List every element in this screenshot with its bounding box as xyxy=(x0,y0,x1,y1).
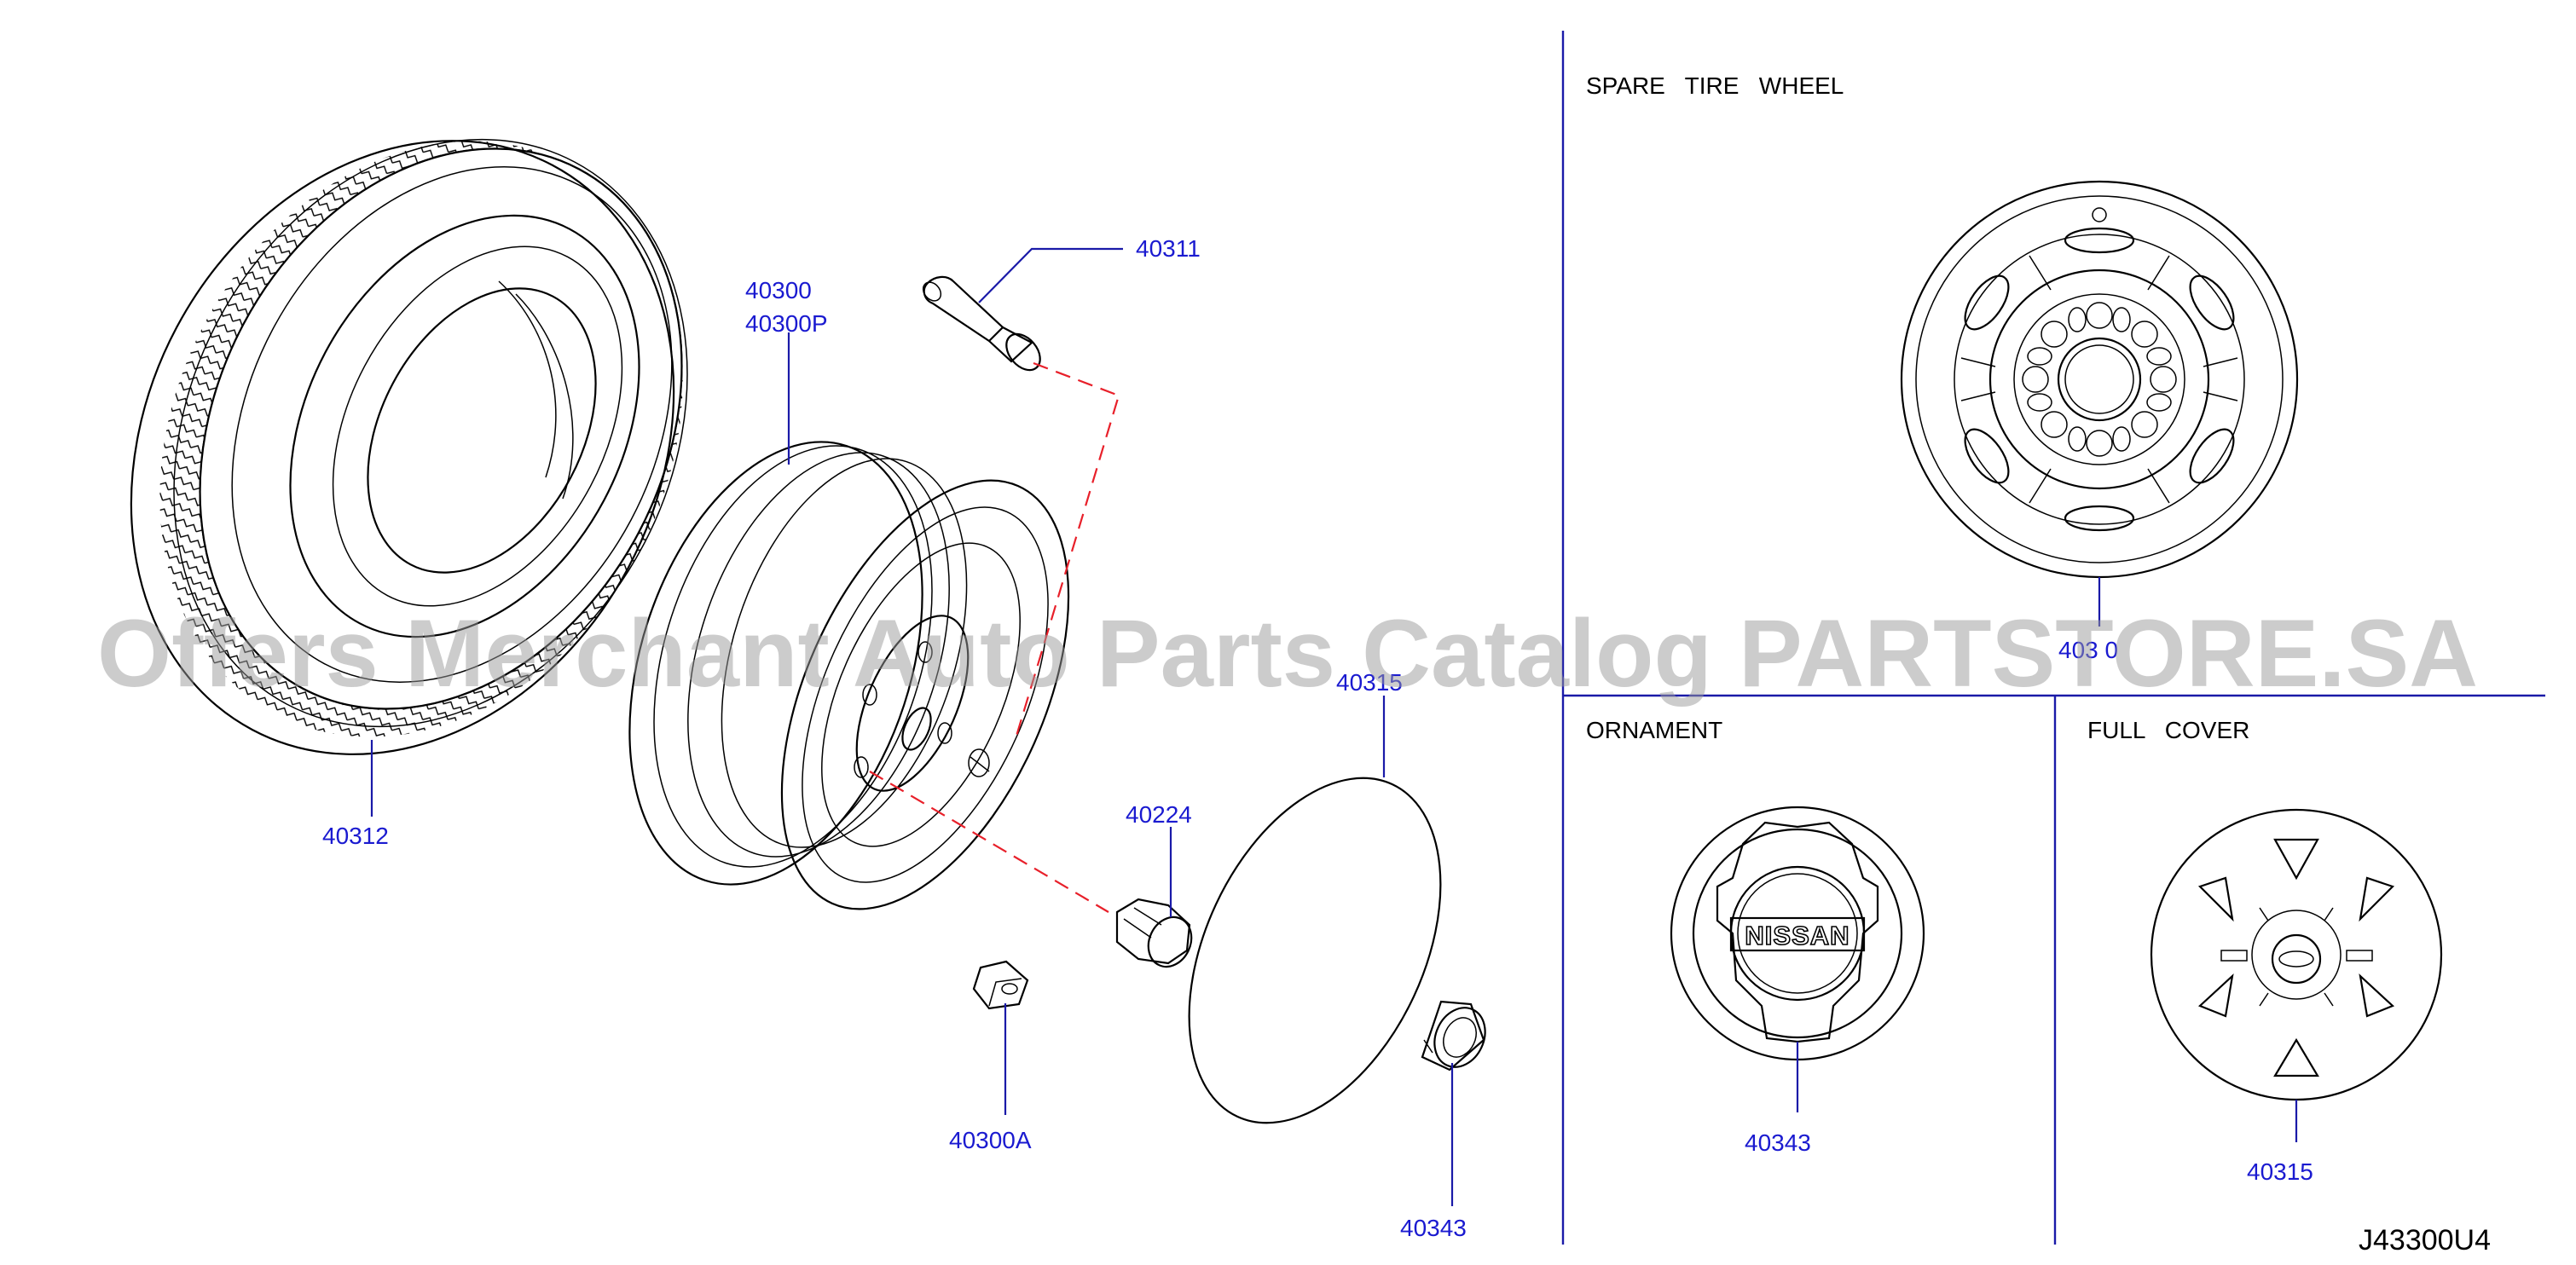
watermark-text: Offers Merchant Auto Parts Catalog PARTS… xyxy=(97,600,2478,707)
callout-valve[interactable]: 40311 xyxy=(1136,235,1201,262)
spare-wheel-vents xyxy=(1960,227,2238,532)
section-title-spare-tire-wheel: SPARE TIRE WHEEL xyxy=(1586,72,1844,99)
callout-ornament[interactable]: 40343 xyxy=(1745,1129,1811,1156)
callout-full-cover[interactable]: 40315 xyxy=(2247,1158,2313,1185)
callout-wheel-40300[interactable]: 40300 xyxy=(745,277,812,303)
ornament-drawing[interactable]: NISSAN xyxy=(1670,806,1925,1061)
valve-drawing[interactable] xyxy=(919,275,1046,377)
spare-wheel-drawing[interactable] xyxy=(1900,180,2299,579)
section-title-full-cover: FULL COVER xyxy=(2087,717,2249,743)
callout-balance-weight[interactable]: 40300A xyxy=(949,1127,1032,1153)
leader-lines xyxy=(370,247,2298,1206)
panel-dividers xyxy=(1561,31,2545,1245)
full-cover-vents xyxy=(2197,838,2395,1077)
callout-wheel-40300p[interactable]: 40300P xyxy=(745,310,828,337)
center-cap-drawing[interactable] xyxy=(1421,1000,1495,1076)
diagram-code: J43300U4 xyxy=(2359,1224,2491,1256)
section-title-ornament: ORNAMENT xyxy=(1586,717,1722,743)
assembly-dashes xyxy=(869,361,1120,913)
callout-center-cap[interactable]: 40343 xyxy=(1400,1215,1467,1241)
balance-weight-drawing[interactable] xyxy=(972,960,1029,1010)
full-cover-drawing[interactable] xyxy=(2150,808,2443,1101)
callout-disc-cover[interactable]: 40315 xyxy=(1336,669,1403,696)
callout-tire[interactable]: 40312 xyxy=(322,823,389,849)
tire-drawing[interactable] xyxy=(26,45,787,850)
ornament-logo-text: NISSAN xyxy=(1745,921,1850,950)
disc-cover-drawing[interactable] xyxy=(1138,738,1491,1163)
callout-spare-wheel[interactable]: 403 0 xyxy=(2058,637,2118,663)
callout-nut[interactable]: 40224 xyxy=(1126,801,1192,828)
nut-drawing[interactable] xyxy=(1115,898,1199,973)
spare-wheel-lug-holes xyxy=(2022,302,2177,457)
wheel-drawing[interactable] xyxy=(577,404,1127,951)
